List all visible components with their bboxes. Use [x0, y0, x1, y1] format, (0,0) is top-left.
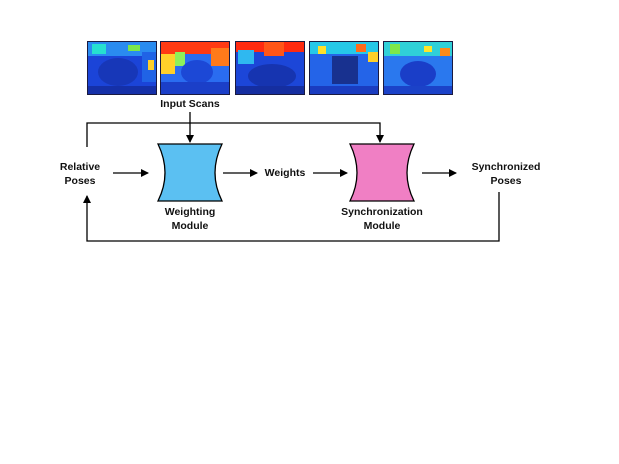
weights-label: Weights [264, 167, 306, 179]
arrow-poses-to-sync [86, 122, 384, 147]
sync-module-line2: Module [363, 220, 401, 232]
weighting-module-line1: Weighting [164, 206, 216, 218]
sync-module-shape [348, 143, 416, 202]
depth-scan-4 [309, 41, 379, 95]
depth-scan-5 [383, 41, 453, 95]
synchronized-poses-line2: Poses [490, 175, 522, 187]
synchronized-poses-line1: Synchronized [471, 161, 541, 173]
relative-poses-line1: Relative [59, 161, 101, 173]
depth-scan-4-image [310, 42, 378, 94]
synchronized-poses-label: Synchronized Poses [460, 160, 552, 188]
relative-poses-label: Relative Poses [50, 160, 110, 188]
depth-scan-3-image [236, 42, 304, 94]
weighting-module-label: Weighting Module [150, 205, 230, 233]
depth-scan-1-image [88, 42, 156, 94]
depth-scan-2-image [161, 42, 229, 94]
depth-scan-5-image [384, 42, 452, 94]
feedback-arrow [83, 192, 500, 242]
depth-scan-1 [87, 41, 157, 95]
weighting-module-line2: Module [171, 220, 209, 232]
depth-scan-3 [235, 41, 305, 95]
sync-module-label: Synchronization Module [327, 205, 437, 233]
relative-poses-line2: Poses [64, 175, 96, 187]
depth-scan-2 [160, 41, 230, 95]
sync-module-line1: Synchronization [341, 206, 423, 218]
input-scans-label: Input Scans [160, 98, 220, 110]
weighting-module-shape [156, 143, 224, 202]
